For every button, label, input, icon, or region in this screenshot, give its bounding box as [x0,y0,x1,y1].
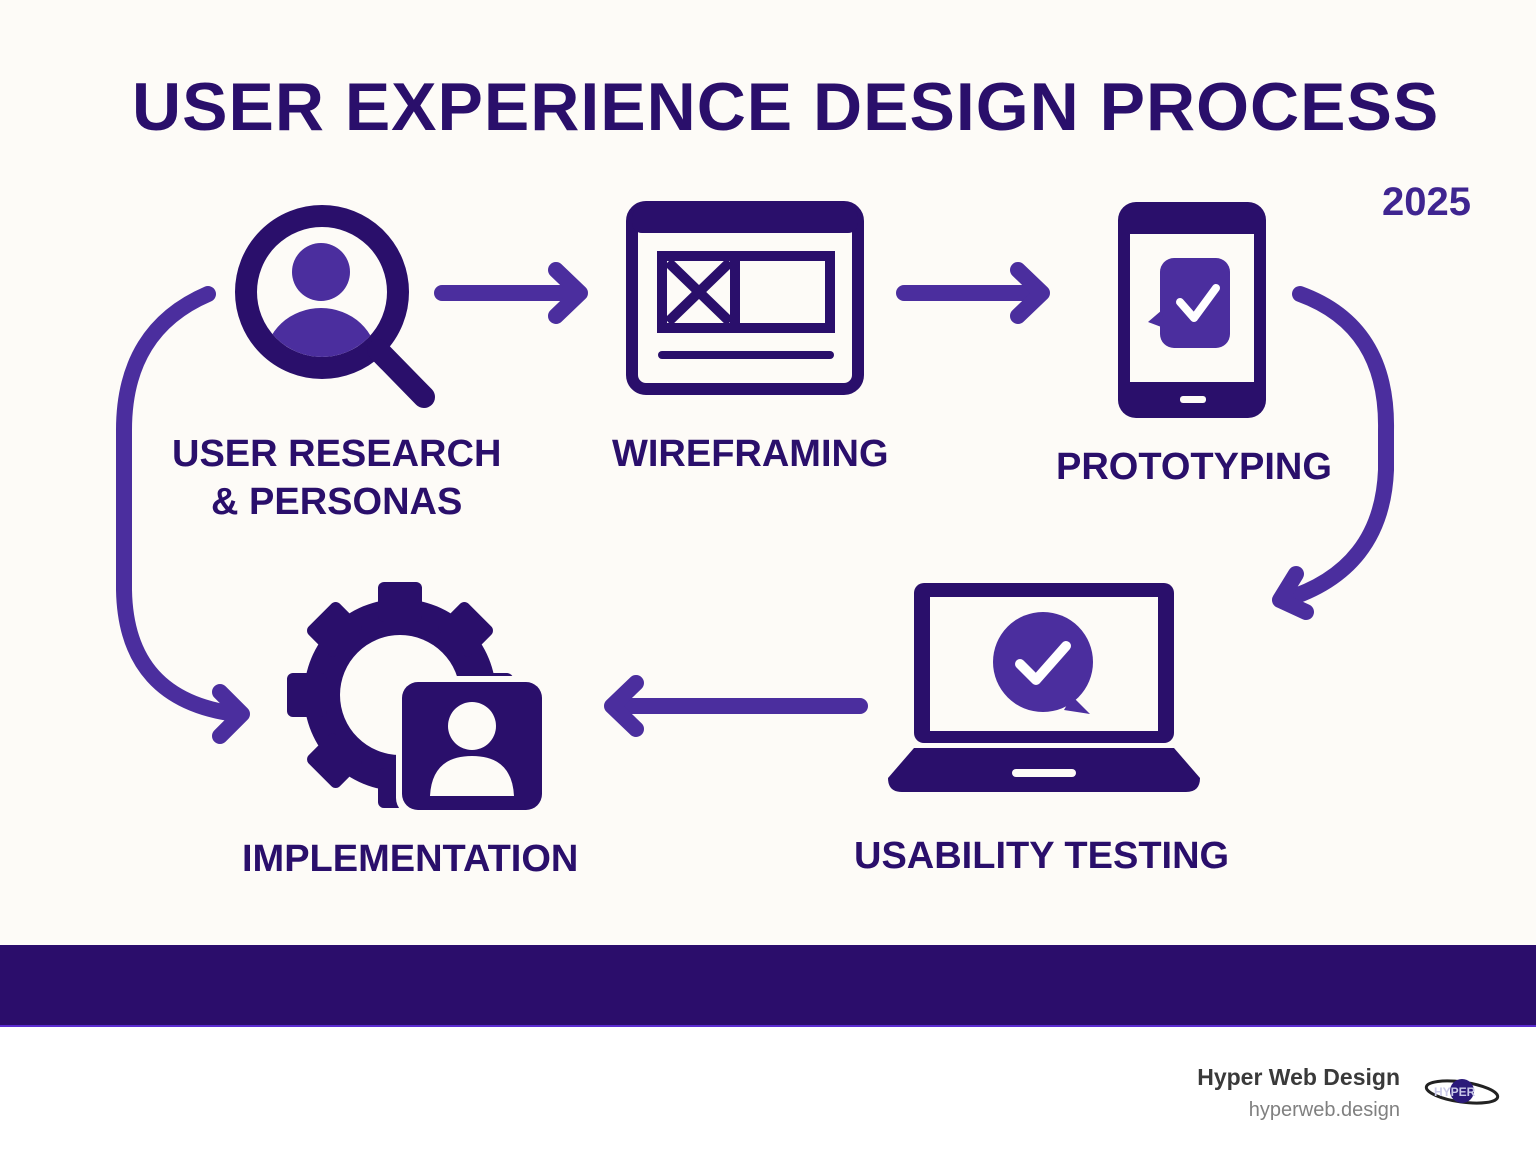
footer-band [0,945,1536,1027]
arrow-wireframe-to-prototype [896,262,1050,324]
step-label-wireframing: WIREFRAMING [612,433,889,475]
arrow-research-to-wireframe [434,262,588,324]
brand-logo-icon: HYPER [1424,1079,1500,1105]
brand-url[interactable]: hyperweb.design [1248,1099,1400,1121]
step-label-implementation: IMPLEMENTATION [242,838,579,880]
arrow-testing-to-implementation [604,675,868,737]
gear-user-icon [287,582,548,816]
wireframe-icon [626,201,864,395]
brand-name: Hyper Web Design [1197,1064,1400,1090]
step-label-prototyping: PROTOTYPING [1056,446,1332,488]
phone-check-icon [1118,202,1266,418]
diagram-canvas [0,0,1536,945]
step-label-usability-testing: USABILITY TESTING [854,835,1230,877]
footer-brand: Hyper Web Design hyperweb.design [1197,1064,1400,1122]
step-label-user-research: USER RESEARCH& PERSONAS [172,433,502,523]
diagram-art [116,201,1395,816]
laptop-check-icon [888,583,1200,792]
magnifier-user-icon [235,205,435,408]
year-label: 2025 [1382,180,1471,224]
arrow-research-to-implementation [116,286,250,744]
page-title: USER EXPERIENCE DESIGN PROCESS [132,69,1440,145]
svg-text:HYPER: HYPER [1434,1085,1476,1099]
arrow-prototype-to-testing [1272,286,1395,620]
